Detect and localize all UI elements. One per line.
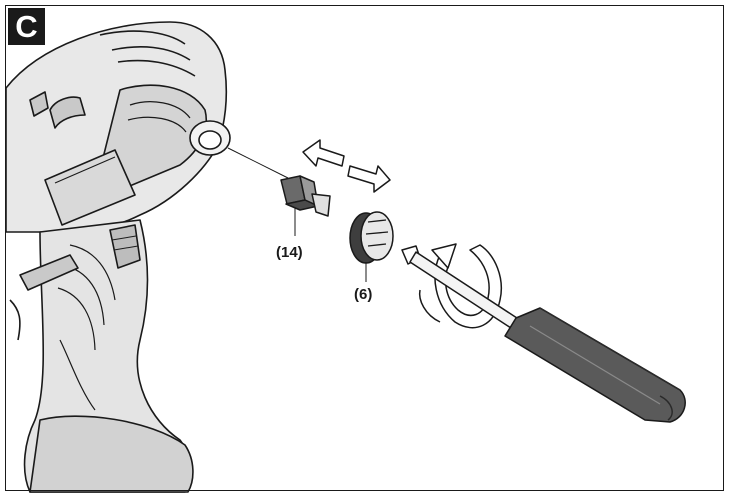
figure-letter: C [8, 8, 45, 45]
bit-holder-icon [280, 175, 331, 236]
double-arrow-icon [302, 139, 391, 193]
figure-frame [5, 5, 724, 491]
screwdriver-icon [401, 245, 686, 423]
drill-body-icon [5, 21, 231, 493]
knob-icon [349, 211, 394, 282]
callout-knob: (6) [354, 286, 373, 303]
guide-line [227, 147, 289, 179]
callout-bit-holder: (14) [276, 244, 303, 261]
